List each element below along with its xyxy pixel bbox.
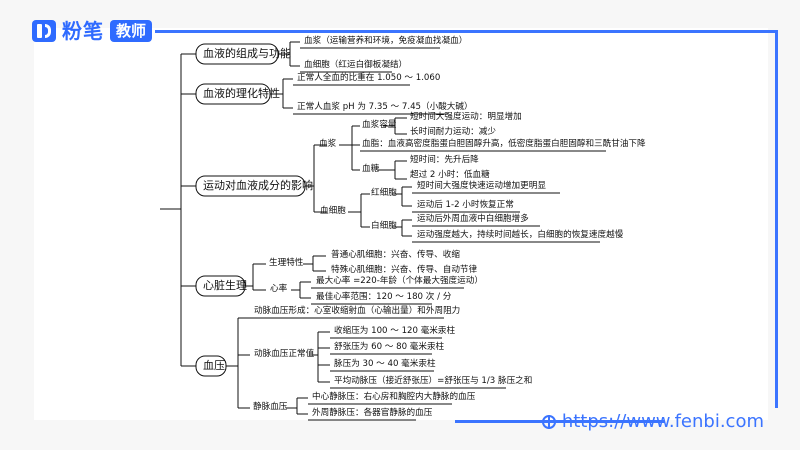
node-box-physchem (195, 83, 271, 105)
node-arterial-normal: 动脉血压正常值 (254, 349, 315, 359)
leaf-pulse-pressure: 脉压为 30 ～ 40 毫米汞柱 (334, 359, 436, 369)
node-plasma-volume: 血浆容量 (362, 120, 397, 130)
bottom-accent-line (455, 420, 665, 423)
leaf-ordinary-cardiac: 普通心肌细胞：兴奋、传导、收缩 (331, 250, 460, 260)
leaf-systolic: 收缩压为 100 ～ 120 毫米汞柱 (334, 326, 456, 336)
node-box-heart (195, 275, 246, 297)
brand-logo: 粉笔 教师 (32, 18, 153, 44)
mindmap-canvas (34, 28, 768, 420)
node-blood-sugar: 血糖 (362, 164, 380, 174)
brand-name: 粉笔 (62, 19, 104, 43)
node-heart-rate: 心率 (270, 284, 288, 294)
leaf-rbc-recovery: 运动后 1-2 小时恢复正常 (417, 200, 514, 210)
leaf-central-venous: 中心静脉压：右心房和胸腔内大静脉的血压 (312, 392, 476, 402)
node-box-composition (195, 43, 279, 65)
node-physiological-properties: 生理特性 (269, 258, 304, 268)
top-accent-line (155, 30, 778, 33)
leaf-optimal-hr: 最佳心率范围：120 ～ 180 次 / 分 (316, 292, 452, 302)
leaf-sugar-over2h: 超过 2 小时：低血糖 (410, 170, 490, 180)
leaf-special-cardiac: 特殊心肌细胞：兴奋、传导、自动节律 (331, 265, 478, 275)
leaf-diastolic: 舒张压为 60 ～ 80 毫米汞柱 (334, 342, 445, 352)
footer-url-text: https://www.fenbi.com (561, 411, 764, 432)
node-venous-pressure: 静脉血压 (253, 402, 288, 412)
leaf-max-hr: 最大心率 =220-年龄（个体最大强度运动） (316, 276, 483, 286)
leaf-ph: 正常人血浆 pH 为 7.35 ～ 7.45（小酸大碱） (297, 102, 473, 112)
leaf-blood-lipids: 血脂：血液高密度脂蛋白胆固醇升高，低密度脂蛋白胆固醇和三酰甘油下降 (362, 139, 646, 149)
footer-url[interactable]: https://www.fenbi.com (541, 411, 764, 432)
leaf-rbc-increase: 短时间大强度快速运动增加更明显 (417, 181, 546, 191)
leaf-arterial-formation: 动脉血压形成：心室收缩射血（心输出量）和外周阻力 (254, 306, 461, 316)
leaf-specific-gravity: 正常人全血的比重在 1.050 ～ 1.060 (297, 73, 441, 83)
leaf-sugar-short: 短时间：先升后降 (410, 155, 479, 165)
leaf-plasma-long: 长时间耐力运动：减少 (410, 127, 496, 137)
fenbi-logo-icon (32, 20, 56, 42)
brand-badge: 教师 (110, 20, 153, 42)
branch-blood-pressure: 血压 (203, 359, 225, 372)
globe-icon (541, 414, 556, 429)
leaf-wbc-recovery: 运动强度越大，持续时间越长，白细胞的恢复速度越慢 (417, 230, 624, 240)
node-plasma: 血浆 (319, 139, 337, 149)
node-box-exercise-effects (195, 175, 306, 197)
branch-blood-physchem: 血液的理化特性 (203, 87, 280, 100)
branch-blood-composition: 血液的组成与功能 (203, 47, 291, 60)
leaf-plasma-short: 短时间大强度运动：明显增加 (410, 112, 522, 122)
node-white-cells: 白细胞 (371, 221, 397, 231)
leaf-wbc-increase: 运动后外周血液中白细胞增多 (417, 214, 529, 224)
node-red-cells: 红细胞 (371, 188, 397, 198)
node-blood-cells: 血细胞 (320, 206, 346, 216)
leaf-peripheral-venous: 外周静脉压：各器官静脉的血压 (312, 408, 433, 418)
branch-heart-physiology: 心脏生理 (203, 279, 247, 292)
node-box-bp (195, 355, 227, 377)
leaf-plasma: 血浆（运输营养和环境，免疫凝血找凝血） (304, 36, 468, 46)
branch-exercise-blood: 运动对血液成分的影响 (203, 179, 313, 192)
leaf-blood-cells: 血细胞（红运白御板凝结） (304, 60, 408, 70)
leaf-mean-arterial: 平均动脉压（接近舒张压）=舒张压与 1/3 脉压之和 (334, 376, 533, 386)
right-accent-line (775, 30, 778, 408)
